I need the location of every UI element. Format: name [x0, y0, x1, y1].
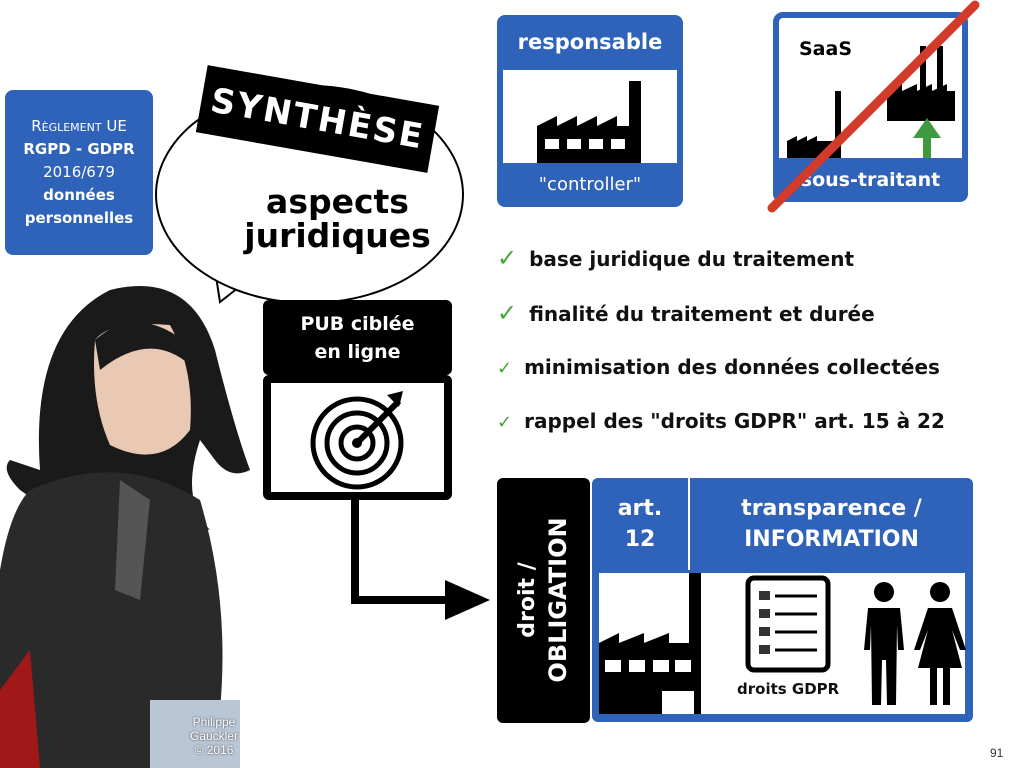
woman-illustration [0, 286, 250, 768]
bubble-text: aspects juridiques [225, 185, 450, 253]
bubble-line-2: juridiques [244, 216, 431, 255]
list-item: ✓finalité du traitement et durée [497, 299, 875, 327]
pub-line-2: en ligne [314, 341, 401, 363]
target-box [263, 375, 452, 500]
credit: Philippe Gauckler © 2016 [190, 715, 239, 757]
cross-out-mark [767, 0, 980, 213]
obligation-label: droit / OBLIGATION [515, 517, 572, 683]
regulation-name: RGPD - GDPR [23, 140, 135, 158]
regulation-number: 2016/679 [43, 163, 115, 181]
controller-card: responsable "controller" [497, 15, 683, 207]
list-item: ✓rappel des "droits GDPR" art. 15 à 22 [497, 409, 945, 433]
check-icon: ✓ [497, 299, 518, 327]
check-icon: ✓ [497, 358, 513, 379]
people-icon [864, 582, 966, 705]
target-icon [310, 391, 404, 490]
list-item: ✓base juridique du traitement [497, 244, 855, 272]
regulation-line: Règlement UE [31, 117, 127, 135]
list-item: ✓minimisation des données collectées [497, 355, 940, 379]
pub-line-1: PUB ciblée [300, 313, 415, 335]
obligation-content: droits GDPR [592, 570, 973, 722]
controller-subtitle: "controller" [497, 163, 683, 207]
bubble-line-1: aspects [266, 182, 409, 221]
flow-arrow [351, 500, 490, 620]
regulation-box: Règlement UE RGPD - GDPR 2016/679 donnée… [5, 90, 153, 255]
regulation-topic: données [43, 186, 115, 204]
droits-gdpr-label: droits GDPR [737, 680, 840, 698]
transparence-box: transparence / INFORMATION [690, 478, 973, 570]
controller-title: responsable [497, 15, 683, 70]
factory-icon [537, 81, 641, 171]
pub-label: PUB ciblée en ligne [263, 300, 452, 375]
page-number: 91 [990, 746, 1004, 760]
saas-label: SaaS [799, 38, 853, 60]
check-icon: ✓ [497, 412, 513, 433]
regulation-topic-2: personnelles [24, 209, 134, 227]
obligation-side: droit / OBLIGATION [497, 478, 590, 723]
article-box: art. 12 [592, 478, 688, 570]
factory-icon [599, 573, 701, 714]
document-list-icon [745, 575, 831, 673]
check-icon: ✓ [497, 244, 518, 272]
